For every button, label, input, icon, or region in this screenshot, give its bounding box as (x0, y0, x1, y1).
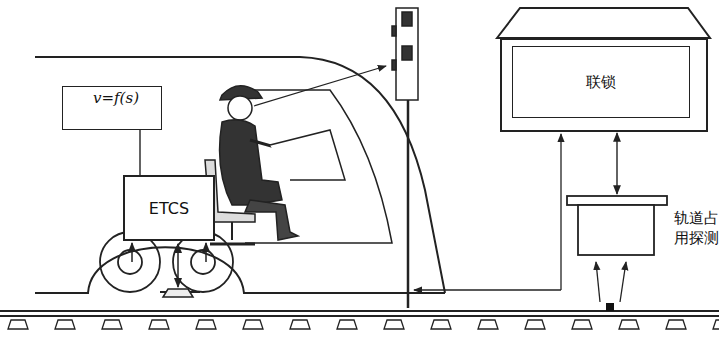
track (0, 303, 719, 329)
connector (616, 133, 617, 194)
track-detection-box: 轨道占用探测 (566, 195, 719, 257)
wheels (100, 232, 233, 292)
interlocking-box: 联锁 (500, 38, 708, 132)
signal (392, 8, 418, 308)
callout-box: v=f(s) (62, 86, 162, 130)
interlocking-house (497, 8, 710, 38)
balise-antenna (132, 243, 206, 297)
node-label: v=f(s) (93, 89, 139, 107)
node-label: 联锁 (586, 73, 616, 92)
node-label: ETCS (149, 199, 189, 218)
etcs-box: ETCS (123, 175, 215, 241)
train-body (35, 57, 445, 293)
driver-figure (205, 66, 386, 244)
node-caption: 轨道占用探测 (674, 208, 719, 249)
connector (139, 130, 140, 175)
